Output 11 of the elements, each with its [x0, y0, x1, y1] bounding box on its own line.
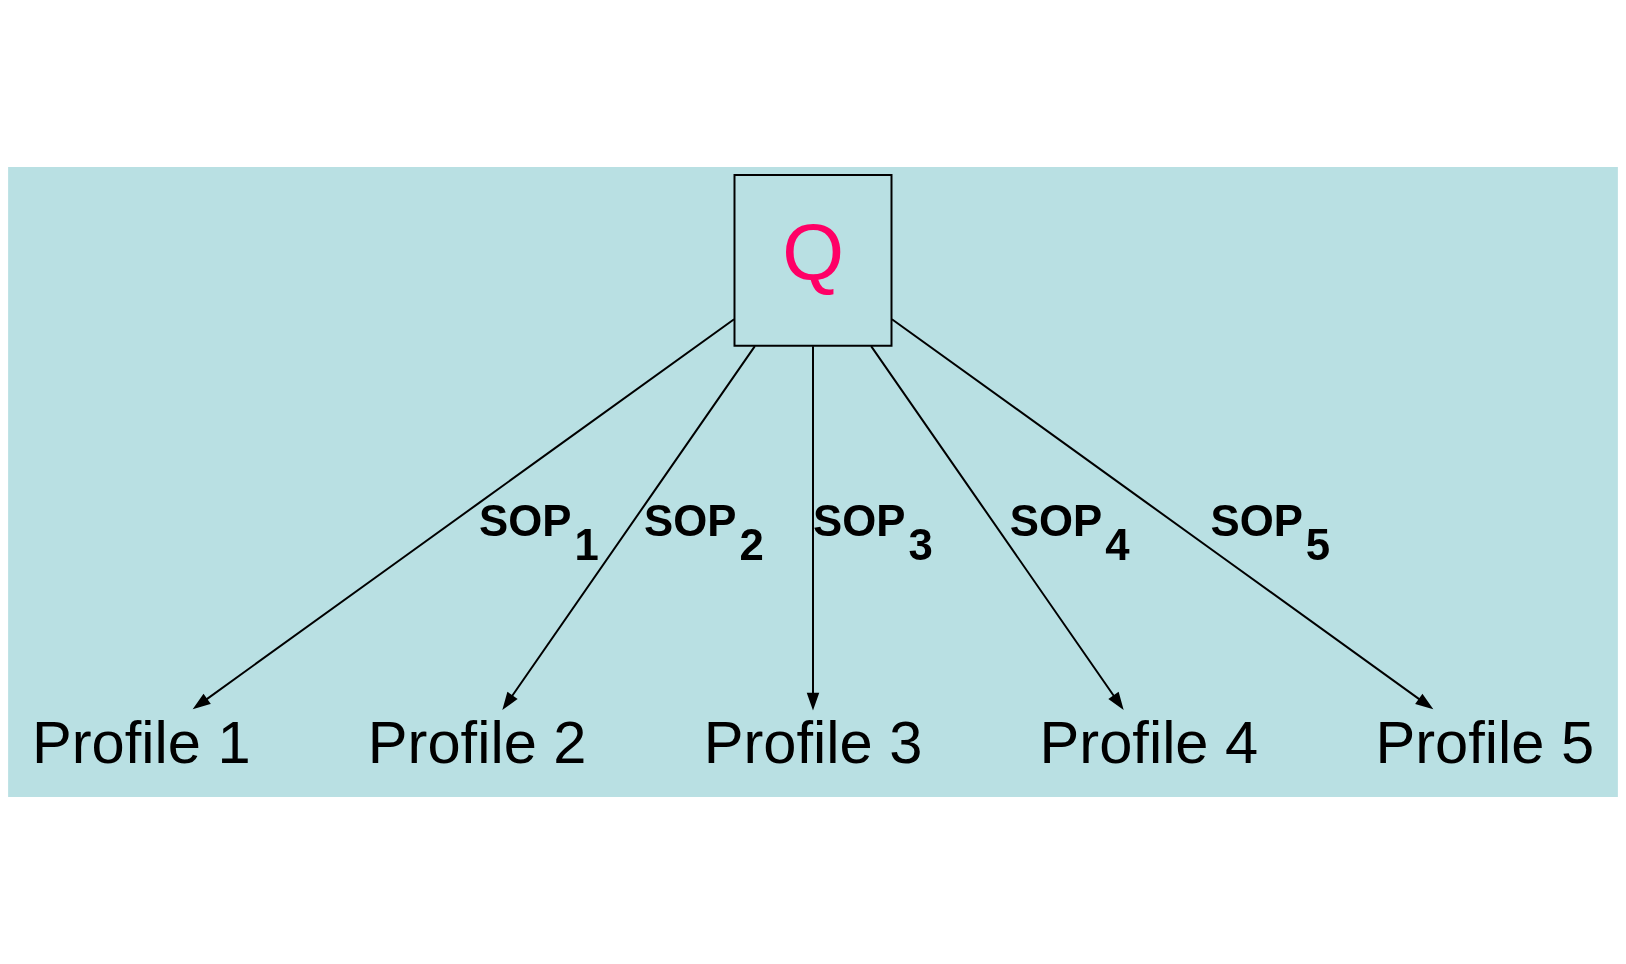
arrow	[806, 345, 820, 711]
arrow	[870, 345, 1124, 711]
arrow	[192, 318, 736, 710]
node-text: Profile 3	[703, 709, 923, 777]
node-text: Profile 2	[367, 709, 587, 777]
arrow	[890, 318, 1434, 710]
node-text: Profile 4	[1039, 709, 1259, 777]
arrow	[502, 345, 756, 711]
node-text: Profile 1	[31, 709, 251, 777]
node-box: Q	[733, 173, 893, 347]
node-text: Profile 5	[1375, 709, 1595, 777]
